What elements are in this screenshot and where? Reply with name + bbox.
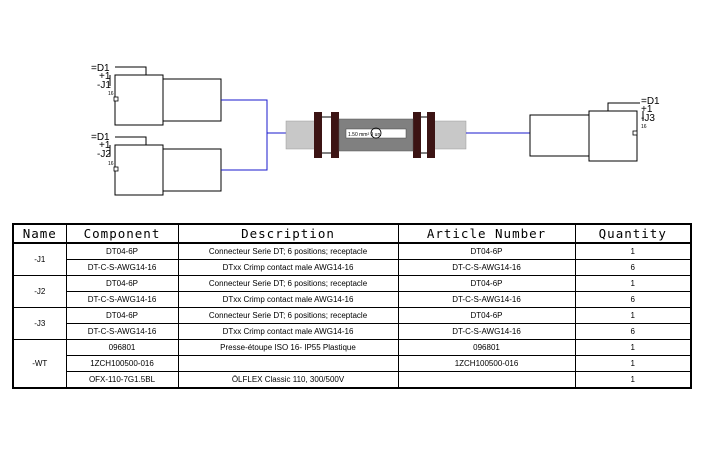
header-quantity: Quantity (574, 223, 692, 244)
j2-tag-line2: +1 (99, 140, 111, 151)
component-cell: DT-C-S-AWG14-16 (65, 259, 179, 276)
header-component: Component (65, 223, 179, 244)
component-cell: 1ZCH100500-016 (65, 355, 179, 372)
article-cell: 096801 (397, 339, 576, 356)
quantity-cell: 1 (574, 355, 692, 372)
component-cell: DT-C-S-AWG14-16 (65, 323, 179, 340)
article-cell: DT04-6P (397, 307, 576, 324)
table-header-row: Name Component Description Article Numbe… (12, 223, 692, 244)
j2-tag-line3: -J2 (97, 149, 111, 160)
table-row[interactable]: 1ZCH100500-016 1ZCH100500-016 1 (13, 355, 692, 372)
connector-j1[interactable]: =D1 +1 -J1 16 (91, 63, 222, 126)
description-cell: Presse-étoupe ISO 16- IP55 Plastique (177, 339, 399, 356)
header-article-number: Article Number (397, 223, 576, 244)
component-cell: DT-C-S-AWG14-16 (65, 291, 179, 308)
table-row[interactable]: -J1 DT04-6P Connecteur Serie DT; 6 posit… (12, 242, 692, 276)
table-row[interactable]: -J3 DT04-6P Connecteur Serie DT; 6 posit… (12, 307, 692, 340)
quantity-cell: 6 (574, 323, 692, 340)
j1-pin-label: 16 (108, 91, 114, 97)
component-cell: DT04-6P (65, 275, 179, 292)
group-name-cell: -J3 (12, 307, 67, 340)
description-cell (177, 355, 399, 372)
description-cell: DTxx Crimp contact male AWG14-16 (177, 323, 399, 340)
j2-pin-label: 16 (108, 161, 114, 167)
j2-tag-line1: =D1 (91, 132, 110, 143)
description-cell: ÖLFLEX Classic 110, 300/500V (177, 371, 399, 389)
description-cell: Connecteur Serie DT; 6 positions; recept… (177, 242, 399, 260)
cable-assembly[interactable]: 1.50 mm² 9 uni (285, 112, 467, 158)
j1-tag-line3: -J1 (97, 80, 111, 91)
header-name: Name (12, 223, 67, 244)
table-row[interactable]: DT-C-S-AWG14-16 DTxx Crimp contact male … (13, 291, 692, 308)
group-name-cell: -J1 (12, 242, 67, 276)
table-row[interactable]: DT-C-S-AWG14-16 DTxx Crimp contact male … (13, 323, 692, 340)
component-cell: DT04-6P (65, 242, 179, 260)
table-row[interactable]: -WT 096801 Presse-étoupe ISO 16- IP55 Pl… (12, 339, 692, 389)
quantity-cell: 1 (574, 307, 692, 324)
article-cell: DT-C-S-AWG14-16 (397, 259, 576, 276)
quantity-cell: 6 (574, 291, 692, 308)
j3-tag-line3: -J3 (641, 113, 655, 124)
group-name-cell: -WT (12, 339, 67, 389)
article-cell: DT-C-S-AWG14-16 (397, 291, 576, 308)
component-cell: 096801 (65, 339, 179, 356)
article-cell: 1ZCH100500-016 (397, 355, 576, 372)
component-cell: DT04-6P (65, 307, 179, 324)
article-cell: DT04-6P (397, 242, 576, 260)
harness-drawing: =D1 +1 -J1 16 =D1 +1 -J2 16 1.50 mm² 9 u… (91, 63, 660, 196)
j1-tag-line1: =D1 (91, 63, 110, 74)
description-cell: Connecteur Serie DT; 6 positions; recept… (177, 275, 399, 292)
cable-label: 1.50 mm² 9 uni (348, 132, 381, 138)
quantity-cell: 1 (574, 339, 692, 356)
connector-j2[interactable]: =D1 +1 -J2 16 (91, 132, 222, 196)
connector-j3[interactable]: =D1 +1 -J3 16 (529, 96, 660, 162)
table-row[interactable]: OFX-110-7G1.5BL ÖLFLEX Classic 110, 300/… (13, 371, 692, 389)
header-description: Description (177, 223, 399, 244)
component-cell: OFX-110-7G1.5BL (65, 371, 179, 389)
j3-pin-label: 16 (641, 124, 647, 130)
description-cell: Connecteur Serie DT; 6 positions; recept… (177, 307, 399, 324)
j3-tag-line2: +1 (641, 104, 653, 115)
table-row[interactable]: DT-C-S-AWG14-16 DTxx Crimp contact male … (13, 259, 692, 276)
article-cell: DT04-6P (397, 275, 576, 292)
description-cell: DTxx Crimp contact male AWG14-16 (177, 291, 399, 308)
j1-tag-line2: +1 (99, 71, 111, 82)
table-row[interactable]: -J2 DT04-6P Connecteur Serie DT; 6 posit… (12, 275, 692, 308)
bill-of-materials-table: Name Component Description Article Numbe… (12, 223, 692, 389)
article-cell (397, 371, 576, 389)
article-cell: DT-C-S-AWG14-16 (397, 323, 576, 340)
quantity-cell: 1 (574, 275, 692, 292)
j3-tag-line1: =D1 (641, 96, 660, 107)
wire-bundle-left (221, 99, 287, 171)
description-cell: DTxx Crimp contact male AWG14-16 (177, 259, 399, 276)
quantity-cell: 6 (574, 259, 692, 276)
quantity-cell: 1 (574, 242, 692, 260)
group-name-cell: -J2 (12, 275, 67, 308)
quantity-cell: 1 (574, 371, 692, 389)
